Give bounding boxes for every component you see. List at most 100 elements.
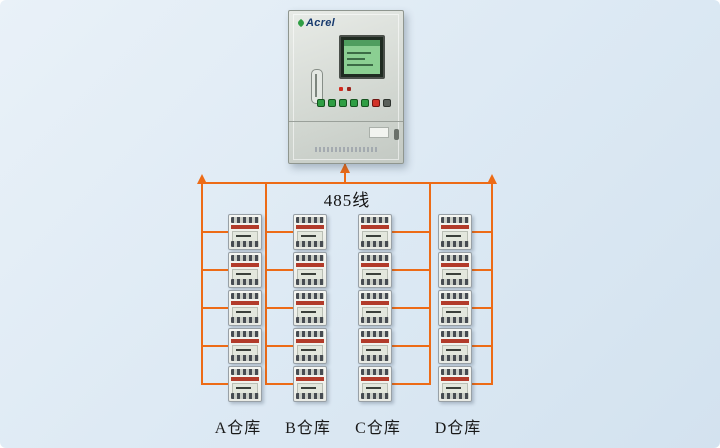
device-terminals-top xyxy=(441,255,469,261)
device-terminals-bottom xyxy=(361,355,389,361)
device-terminals-top xyxy=(296,369,324,375)
device-display-digits xyxy=(236,349,251,351)
device-label-band xyxy=(441,339,469,343)
cabinet-button-green[interactable] xyxy=(350,99,358,107)
device-terminals-top xyxy=(441,293,469,299)
device-label-band xyxy=(296,263,324,267)
lcd-title-bar xyxy=(344,40,380,46)
device-label-band xyxy=(441,301,469,305)
device-label-band xyxy=(441,377,469,381)
warehouse-label-a: A仓库 xyxy=(214,420,262,437)
indicator-column-mark xyxy=(315,74,317,97)
device-terminals-top xyxy=(361,217,389,223)
device-terminals-bottom xyxy=(231,393,259,399)
device-terminals-bottom xyxy=(361,317,389,323)
device-display-digits xyxy=(301,311,316,313)
device-terminals-top xyxy=(231,255,259,261)
device-terminals-bottom xyxy=(296,241,324,247)
cabinet-button-green[interactable] xyxy=(339,99,347,107)
device-terminals-top xyxy=(441,217,469,223)
device-display-digits xyxy=(236,311,251,313)
device-label-band xyxy=(361,263,389,267)
device-terminals-bottom xyxy=(361,279,389,285)
lcd-display-area xyxy=(344,40,380,74)
din-meter-device xyxy=(358,366,392,402)
device-terminals-bottom xyxy=(441,279,469,285)
device-label-band xyxy=(231,301,259,305)
device-terminals-bottom xyxy=(231,317,259,323)
device-terminals-bottom xyxy=(361,241,389,247)
device-label-band xyxy=(296,225,324,229)
device-label-band xyxy=(441,263,469,267)
cabinet-button-red[interactable] xyxy=(372,99,380,107)
status-led-red xyxy=(339,87,343,91)
device-terminals-top xyxy=(361,369,389,375)
device-terminals-top xyxy=(441,331,469,337)
cabinet-button-row xyxy=(317,99,391,107)
din-meter-device xyxy=(293,252,327,288)
status-led-dark-red xyxy=(347,87,351,91)
warehouse-label-c: C仓库 xyxy=(355,420,401,437)
device-terminals-bottom xyxy=(296,279,324,285)
din-meter-device xyxy=(438,290,472,326)
device-terminals-bottom xyxy=(296,355,324,361)
cabinet-small-label xyxy=(369,127,389,138)
cabinet-door-seam xyxy=(289,121,403,122)
din-meter-device xyxy=(438,328,472,364)
device-display-digits xyxy=(366,349,381,351)
device-terminals-top xyxy=(231,293,259,299)
device-label-band xyxy=(231,377,259,381)
device-terminals-top xyxy=(231,369,259,375)
device-terminals-bottom xyxy=(441,241,469,247)
din-meter-device xyxy=(358,290,392,326)
device-terminals-bottom xyxy=(441,317,469,323)
device-display xyxy=(442,269,468,281)
din-meter-device xyxy=(228,214,262,250)
device-display-digits xyxy=(236,387,251,389)
device-display-digits xyxy=(446,387,461,389)
cabinet-button-green[interactable] xyxy=(361,99,369,107)
device-terminals-bottom xyxy=(231,355,259,361)
din-meter-device xyxy=(438,252,472,288)
device-terminals-bottom xyxy=(296,393,324,399)
din-meter-device xyxy=(293,366,327,402)
acrel-logo: Acrel xyxy=(296,17,335,29)
device-terminals-bottom xyxy=(231,241,259,247)
device-label-band xyxy=(296,339,324,343)
device-terminals-top xyxy=(361,293,389,299)
cabinet-button-green[interactable] xyxy=(328,99,336,107)
warehouse-label-b: B仓库 xyxy=(285,420,331,437)
lcd-text-line xyxy=(347,52,371,54)
device-display-digits xyxy=(236,235,251,237)
warehouse-label-d: D仓库 xyxy=(434,420,482,437)
device-terminals-top xyxy=(441,369,469,375)
cabinet-button-dark[interactable] xyxy=(383,99,391,107)
din-meter-device xyxy=(293,214,327,250)
cabinet-button-green[interactable] xyxy=(317,99,325,107)
device-display-digits xyxy=(446,273,461,275)
cabinet-nameplate xyxy=(315,147,377,152)
device-terminals-top xyxy=(296,293,324,299)
device-terminals-top xyxy=(296,255,324,261)
din-meter-device xyxy=(228,328,262,364)
din-meter-device xyxy=(438,214,472,250)
device-terminals-top xyxy=(231,217,259,223)
device-terminals-bottom xyxy=(296,317,324,323)
din-meter-device xyxy=(228,366,262,402)
device-label-band xyxy=(231,339,259,343)
device-label-band xyxy=(361,377,389,381)
device-terminals-bottom xyxy=(441,393,469,399)
din-meter-device xyxy=(358,252,392,288)
device-label-band xyxy=(231,225,259,229)
din-meter-device xyxy=(228,252,262,288)
device-display-digits xyxy=(301,235,316,237)
device-terminals-bottom xyxy=(441,355,469,361)
lcd-text-line xyxy=(347,64,373,66)
device-display-digits xyxy=(236,273,251,275)
lcd-text-line xyxy=(347,58,365,60)
acrel-leaf-icon xyxy=(296,18,306,28)
din-meter-device xyxy=(358,214,392,250)
cabinet-lock xyxy=(394,129,399,140)
